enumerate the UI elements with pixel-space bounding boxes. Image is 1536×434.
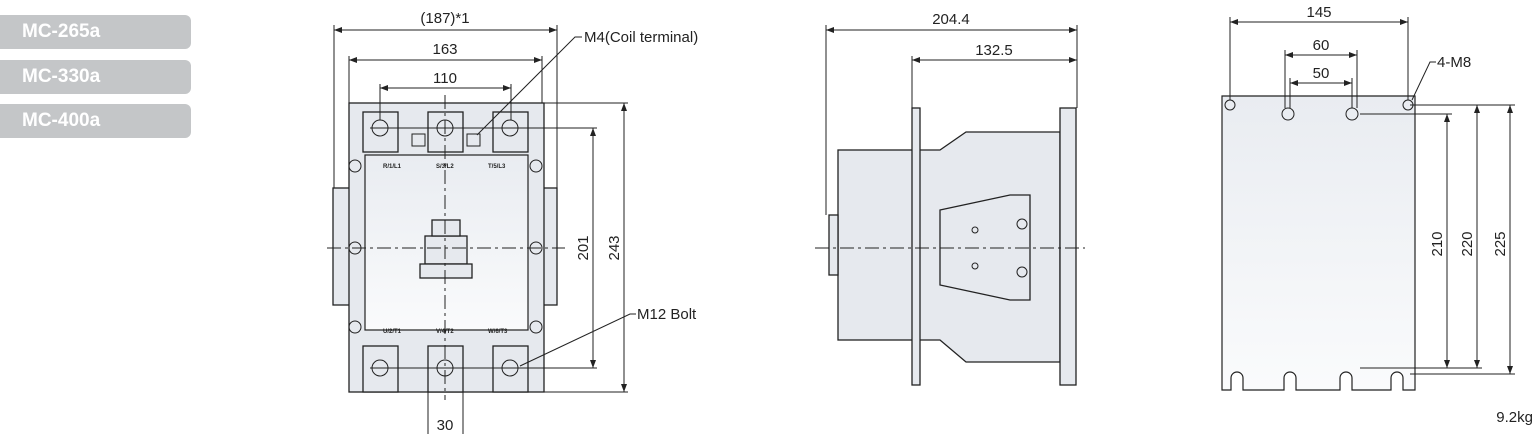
callout-mount-holes: 4-M8 [1437, 54, 1471, 71]
model-tab-mc-330a[interactable]: MC-330a [0, 60, 191, 94]
terminal-label-t5l3: T/5/L3 [488, 164, 506, 170]
callout-main-bolt: M12 Bolt [637, 306, 697, 323]
dim-terminal-pitch: 110 [433, 70, 457, 87]
terminal-label-s3l2: S/3/L2 [436, 164, 454, 170]
model-tab-mc-400a[interactable]: MC-400a [0, 104, 191, 138]
terminal-label-w6t3: W/6/T3 [488, 329, 508, 335]
dim-overall-depth: 204.4 [932, 11, 970, 28]
dim-height-210: 210 [1429, 231, 1446, 256]
terminal-label-u2t1: U/2/T1 [383, 329, 402, 335]
callout-coil-terminal: M4(Coil terminal) [584, 29, 698, 46]
terminal-label-r1l1: R/1/L1 [383, 164, 402, 170]
dim-overall-width: (187)*1 [420, 10, 469, 27]
model-tab-mc-265a[interactable]: MC-265a [0, 15, 191, 49]
mount-view: 145 60 50 210 220 225 4-M8 [1221, 4, 1515, 391]
weight-label: 9.2kg [1496, 409, 1533, 426]
dim-height-225: 225 [1492, 231, 1509, 256]
dim-terminal-height-span: 201 [575, 235, 592, 260]
dim-body-width: 163 [432, 41, 457, 58]
dim-overall-height: 243 [606, 235, 623, 260]
dim-mount-depth: 132.5 [975, 42, 1013, 59]
dim-mount-width: 145 [1306, 4, 1331, 21]
side-view: 204.4 132.5 [815, 11, 1085, 386]
dim-bottom-width: 30 [437, 417, 454, 434]
front-view: R/1/L1 S/3/L2 T/5/L3 U/2/T1 V/4/T2 W/6/T… [327, 10, 698, 434]
dim-hole-pitch-outer: 60 [1313, 37, 1330, 54]
dim-height-220: 220 [1459, 231, 1476, 256]
dim-hole-pitch-inner: 50 [1313, 65, 1330, 82]
